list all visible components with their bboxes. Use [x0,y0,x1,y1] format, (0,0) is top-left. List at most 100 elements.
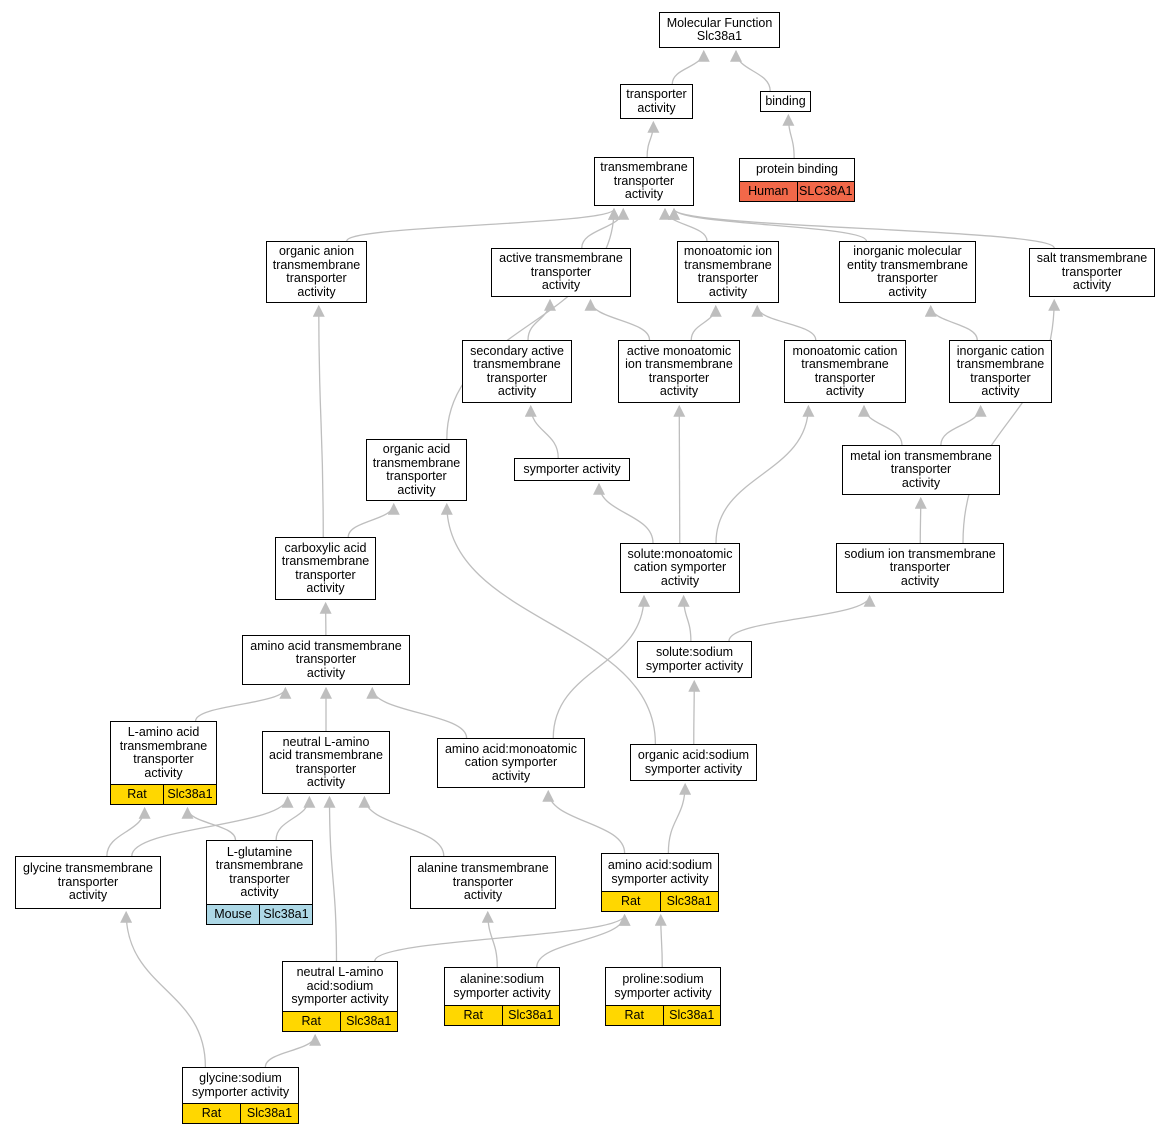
node-label-line: transmembrane [215,858,304,872]
gene-cell: Slc38a1 [259,905,312,924]
edge-gly-to-laa [106,806,151,857]
node-label-line: monoatomic ion [683,244,773,258]
node-label-line: activity [541,278,581,293]
edge-sec-to-act [527,298,556,341]
edge-oasod-to-oac [440,502,657,745]
node-label-line: transporter [1061,264,1123,279]
edge-ami-to-act [584,298,651,341]
node-label-line: cation symporter [633,560,727,575]
node-label-line: transmembrane [372,455,461,470]
node-label-line: neutral L-amino [282,734,370,749]
node-label-line: amino acid:sodium [607,858,713,872]
node-label-line: transporter [697,271,759,285]
node-label-line: neutral L-amino [296,965,384,980]
node-label-line: entity transmembrane [847,257,968,272]
node-label-line: activity [659,384,699,398]
species-cell: Rat [621,893,641,908]
node-label-line: transporter [229,871,290,886]
node-label-line: activity [240,885,279,899]
node-label-line: amino acid transmembrane [250,638,402,653]
gene-cell: Slc38a1 [659,892,719,911]
node-label-line: protein binding [755,162,838,177]
edge-carb-to-oac [347,502,400,538]
gene-cell: SLC38A1 [796,182,855,201]
node-label-line: glycine transmembrane [23,861,153,876]
edge-aasod-to-oasod [667,782,692,854]
node-label-line: L-amino acid [127,725,200,739]
node-bind[interactable]: binding [760,91,811,112]
gene-cell: Slc38a1 [240,1104,298,1123]
edge-act-to-tta [581,207,630,249]
node-label-line: symporter activity [453,985,551,1000]
edge-aamc-to-smc [552,594,650,739]
node-label-line: symporter activity [611,871,709,886]
edge-mit-to-tta [659,207,708,242]
node-label-line: transporter [613,173,675,188]
node-label-line: acid:sodium [306,978,374,993]
node-label-line: transmembrane [272,257,361,272]
node-label-line: salt transmembrane [1036,251,1148,266]
node-sym[interactable]: symporter activity [514,458,630,481]
node-label-line: transporter [386,469,447,483]
node-label: symporter activity [515,459,629,480]
edge-sym-to-sec [524,404,559,459]
node-label-line: proline:sodium [622,972,704,986]
node-label-line: transporter [890,462,952,477]
edge-gly-to-nla [131,795,294,857]
node-label-line: activity [68,888,108,903]
node-label-line: transporter [295,567,356,582]
node-label-line: symporter activity [614,985,712,1000]
node-label-line: transporter [295,652,357,667]
gene-cell: Slc38a1 [163,785,216,804]
edge-smc-to-sym [593,482,654,544]
node-label-line: amino acid:monoatomic [444,741,577,756]
node-label-line: transmembrane [281,554,370,568]
node-label-line: monoatomic cation [792,343,898,358]
node-label-line: inorganic molecular [853,244,962,258]
